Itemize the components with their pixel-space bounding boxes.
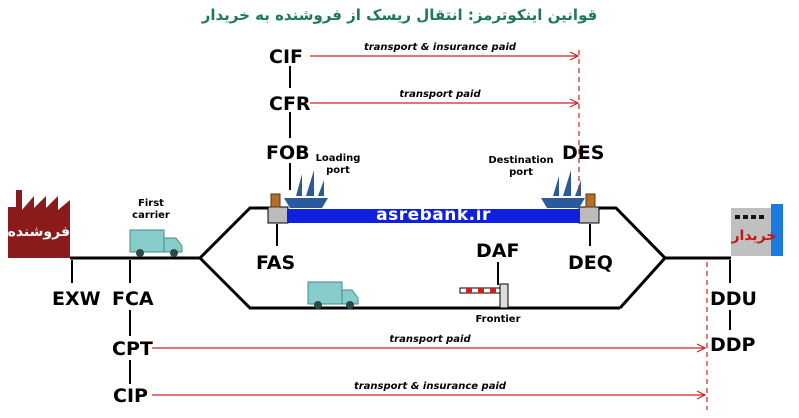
note-destination-port: Destination port bbox=[488, 155, 554, 178]
term-cif: CIF bbox=[269, 46, 303, 68]
term-fas: FAS bbox=[256, 252, 296, 274]
quay-left bbox=[267, 206, 289, 224]
arrow-label-cpt: transport paid bbox=[389, 334, 471, 345]
truck-first-carrier-icon bbox=[129, 229, 183, 257]
route-lines bbox=[70, 206, 731, 310]
note-first-carrier: First carrier bbox=[132, 198, 170, 221]
truck-road-icon bbox=[307, 281, 359, 309]
term-fob: FOB bbox=[266, 142, 310, 164]
note-frontier: Frontier bbox=[475, 314, 521, 325]
cargo-left-icon bbox=[270, 193, 281, 208]
buyer-building-icon bbox=[731, 204, 783, 256]
tick-lines bbox=[71, 66, 731, 384]
term-des: DES bbox=[562, 142, 605, 164]
ship-right-icon bbox=[541, 170, 585, 208]
quay-right bbox=[578, 206, 600, 224]
arrows bbox=[152, 51, 707, 400]
seller-label: فروشنده bbox=[7, 224, 70, 240]
term-daf: DAF bbox=[476, 240, 520, 262]
term-exw: EXW bbox=[52, 288, 101, 310]
term-cfr: CFR bbox=[269, 93, 311, 115]
term-ddp: DDP bbox=[710, 334, 756, 356]
arrow-label-cip: transport & insurance paid bbox=[353, 381, 507, 392]
arrow-label-cfr: transport paid bbox=[399, 89, 481, 100]
term-deq: DEQ bbox=[568, 252, 613, 274]
term-cip: CIP bbox=[113, 385, 148, 407]
buyer-label: خریدار bbox=[731, 228, 777, 244]
diagram-title: قوانین اینکوترمز: انتقال ریسک از فروشنده… bbox=[201, 6, 598, 24]
note-loading-port: Loading port bbox=[315, 153, 361, 176]
sea-route-bar bbox=[287, 209, 580, 223]
term-ddu: DDU bbox=[710, 288, 757, 310]
seller-factory-icon bbox=[8, 190, 70, 258]
ship-left-icon bbox=[284, 170, 328, 208]
site-label: asrebank.ir bbox=[376, 205, 491, 225]
term-fca: FCA bbox=[112, 288, 154, 310]
arrow-label-cif: transport & insurance paid bbox=[363, 42, 517, 53]
frontier-barrier-icon bbox=[459, 283, 509, 309]
cargo-right-icon bbox=[585, 193, 596, 208]
term-cpt: CPT bbox=[112, 338, 153, 360]
